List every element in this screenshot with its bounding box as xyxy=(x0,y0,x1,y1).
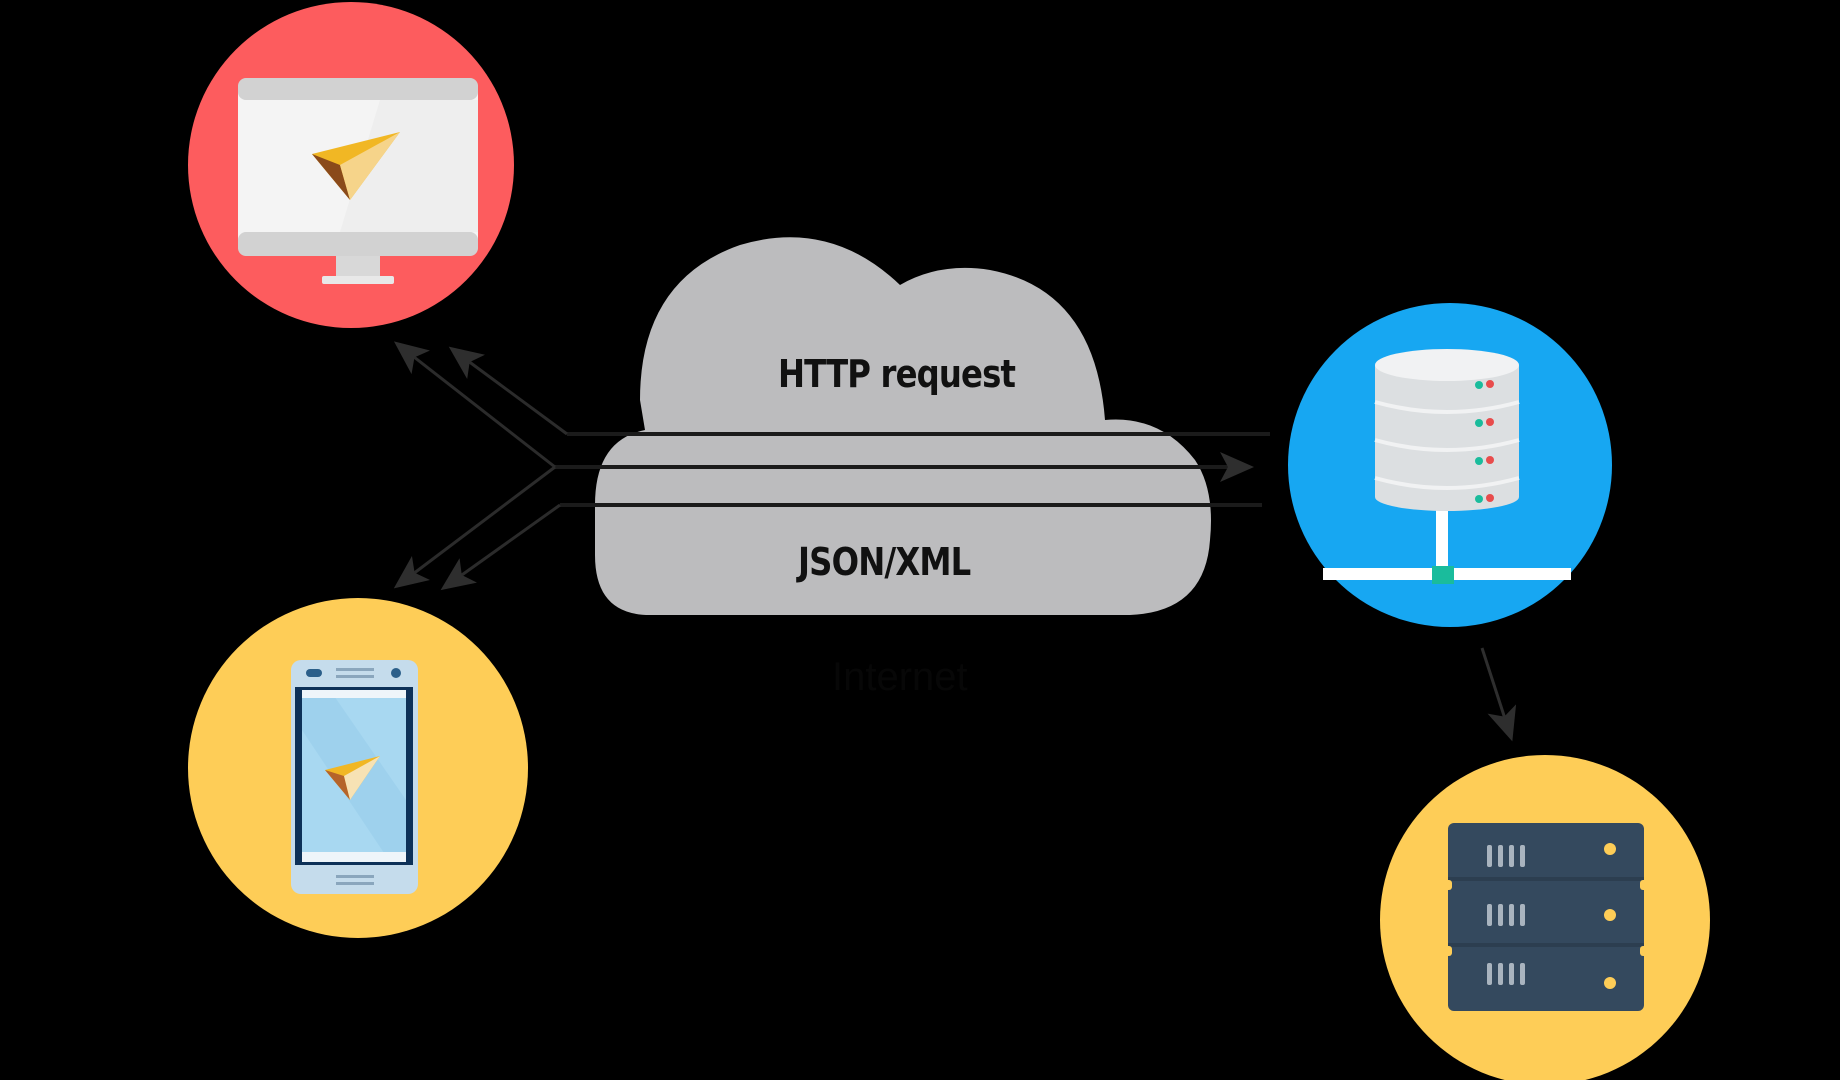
internet-cloud xyxy=(595,237,1211,615)
arrow-to-desktop-inner xyxy=(448,346,568,436)
db-disk-stack xyxy=(1374,349,1520,511)
cursor-arrow-icon xyxy=(325,756,380,800)
arrow-to-desktop-outer xyxy=(393,341,556,469)
cursor-arrow-icon xyxy=(312,132,400,200)
smartphone-icon xyxy=(291,660,418,894)
web-server-node xyxy=(1288,303,1612,627)
server-rack-icon xyxy=(1444,823,1648,1011)
request-lines xyxy=(555,432,1270,507)
response-arrows xyxy=(393,341,568,591)
database-icon xyxy=(1323,349,1571,584)
desktop-node xyxy=(188,2,514,328)
db-server-node xyxy=(1380,755,1710,1080)
mobile-node xyxy=(188,598,528,938)
cloud-shape xyxy=(595,237,1211,615)
desktop-monitor-icon xyxy=(238,78,478,284)
cloud-bottom-label: JSON/XML xyxy=(798,540,971,584)
cloud-top-label: HTTP request xyxy=(778,352,1016,396)
cloud-caption: Internet xyxy=(832,655,968,699)
arrow-to-mobile-outer xyxy=(393,465,556,589)
arrow-to-mobile-inner xyxy=(440,503,561,591)
arrow-webserver-to-dbserver xyxy=(1480,647,1517,742)
